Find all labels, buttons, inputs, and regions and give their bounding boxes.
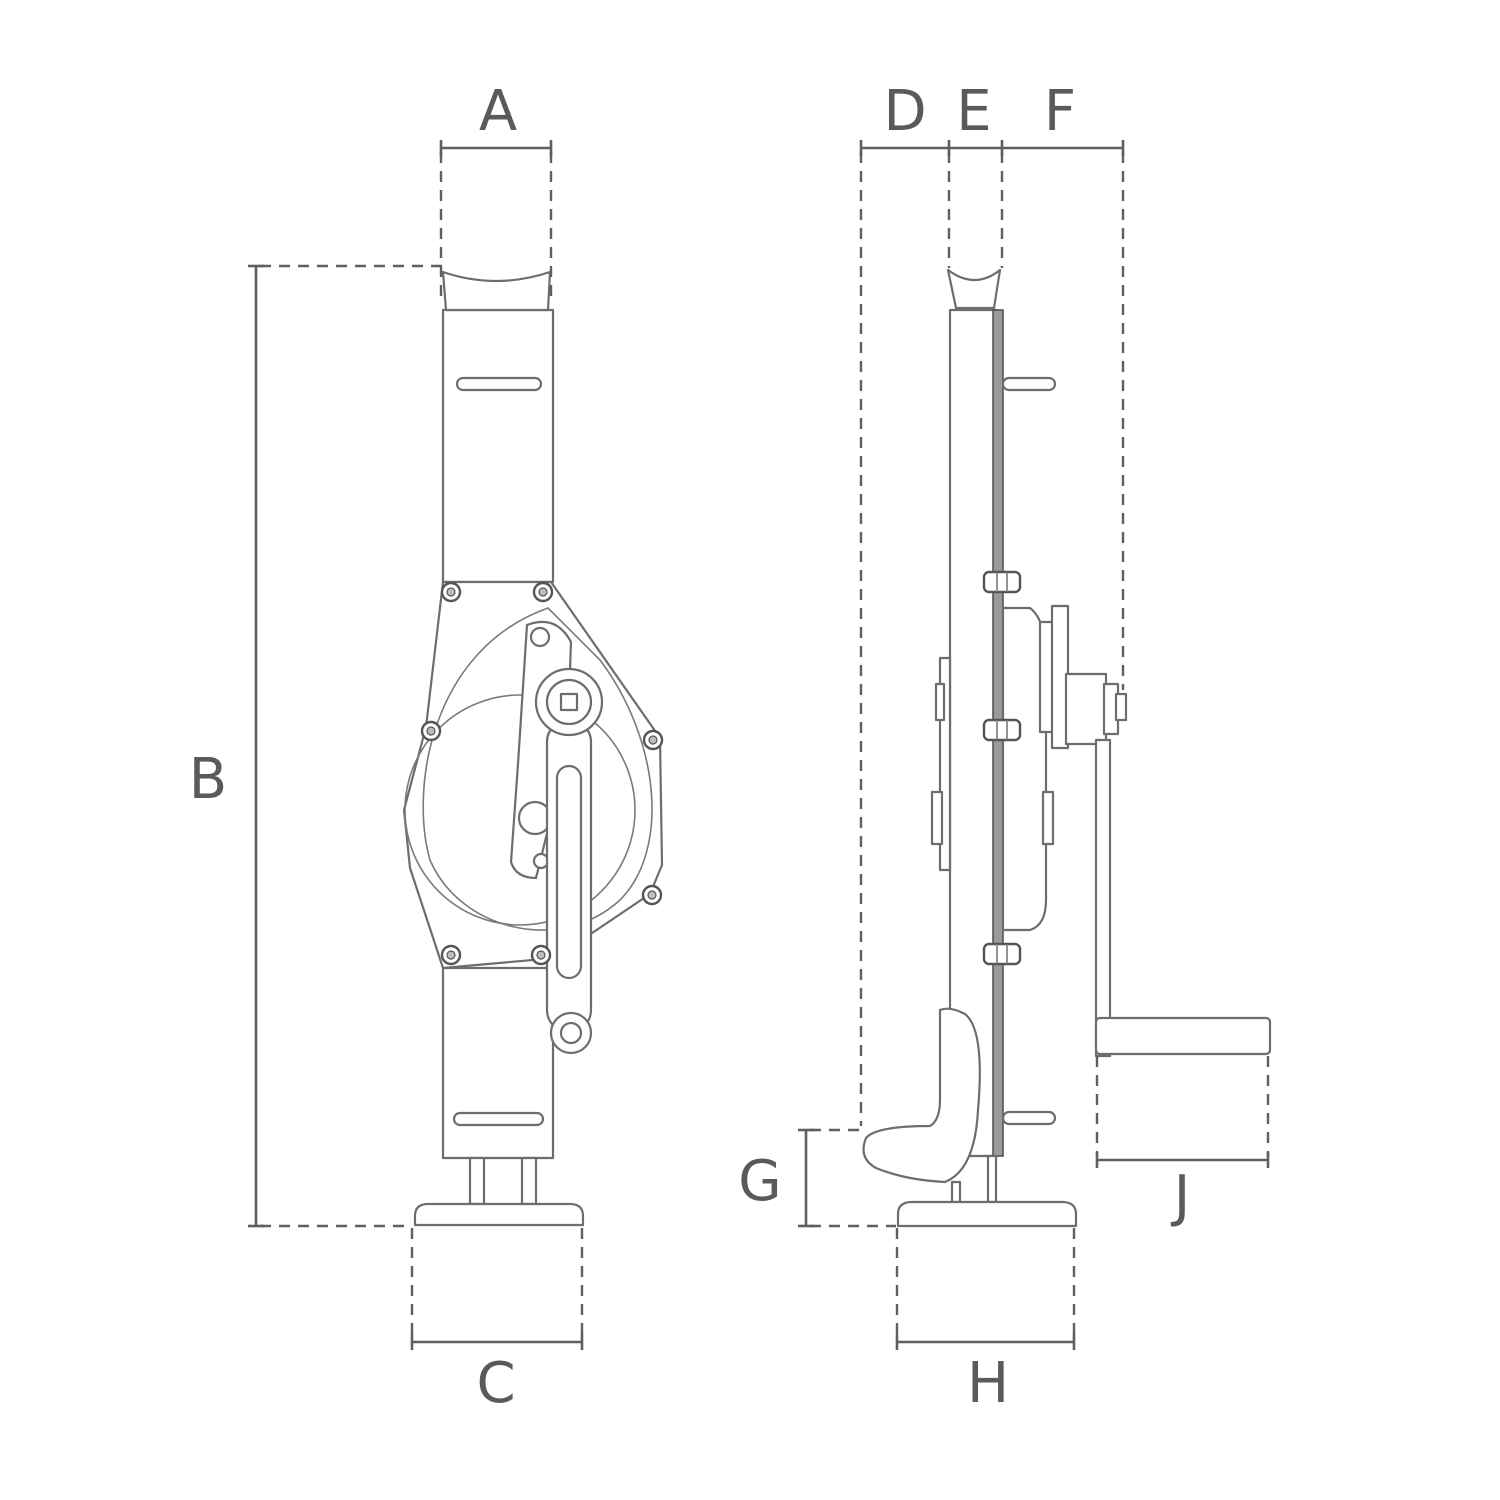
side-hub-body bbox=[1064, 672, 1108, 746]
front-upper-slot bbox=[455, 376, 543, 392]
side-bolts bbox=[982, 570, 1022, 966]
front-leg-left bbox=[468, 1156, 486, 1206]
side-head-cradle bbox=[946, 268, 1002, 310]
label-h: H bbox=[967, 1351, 1009, 1416]
label-d: D bbox=[883, 79, 926, 144]
side-top-pin bbox=[1001, 376, 1057, 392]
front-handle-slot bbox=[555, 764, 583, 980]
side-view bbox=[862, 268, 1272, 1228]
front-bolts bbox=[420, 581, 664, 966]
front-gear-disc bbox=[422, 607, 653, 931]
side-handle-shaft bbox=[1094, 738, 1112, 1058]
label-b: B bbox=[189, 747, 227, 812]
front-pawl-pin-top bbox=[529, 626, 551, 648]
front-view bbox=[402, 270, 664, 1227]
label-j: J bbox=[1171, 1164, 1191, 1229]
side-handle-grip bbox=[1094, 1016, 1272, 1056]
side-right-tab bbox=[1041, 790, 1055, 846]
dimension-labels: A B C D E F G H J bbox=[189, 79, 1190, 1416]
front-head-cradle bbox=[441, 270, 552, 312]
front-handle-eye-inner bbox=[559, 1021, 583, 1045]
side-leg-left bbox=[950, 1180, 962, 1204]
side-toe bbox=[862, 1007, 981, 1184]
dimension-lines bbox=[248, 140, 1270, 1350]
side-hub-cap bbox=[1114, 692, 1128, 722]
front-lower-rack bbox=[441, 966, 555, 1160]
side-left-tab bbox=[930, 790, 944, 846]
label-f: F bbox=[1044, 79, 1076, 144]
side-gear-cover bbox=[1001, 606, 1048, 932]
label-g: G bbox=[738, 1149, 781, 1214]
front-lower-slot bbox=[452, 1111, 545, 1127]
front-leg-right bbox=[520, 1156, 538, 1206]
side-base-plate bbox=[896, 1200, 1078, 1228]
front-inner-ring bbox=[404, 694, 636, 926]
side-bottom-pin bbox=[1001, 1110, 1057, 1126]
label-c: C bbox=[476, 1351, 515, 1416]
side-leg-right bbox=[986, 1154, 998, 1204]
front-hub-square bbox=[559, 692, 579, 712]
label-a: A bbox=[479, 79, 517, 144]
side-left-rib bbox=[938, 656, 952, 872]
side-left-tab-upper bbox=[934, 682, 946, 722]
front-base-plate bbox=[413, 1202, 585, 1227]
label-e: E bbox=[956, 79, 991, 144]
front-upper-rack bbox=[441, 308, 555, 584]
